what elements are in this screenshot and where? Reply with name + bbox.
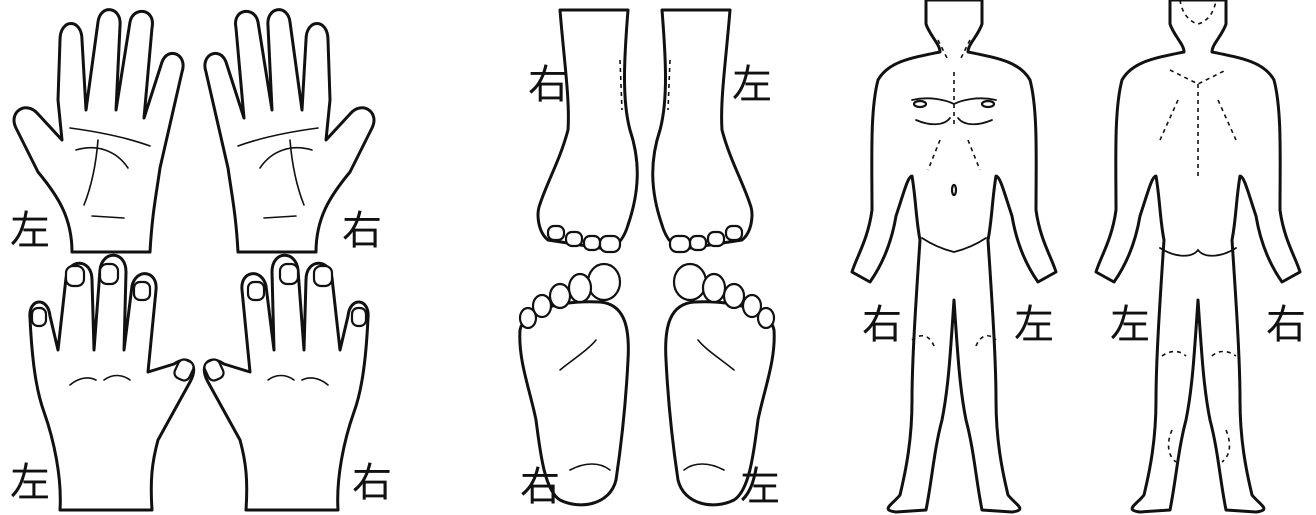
back-left-hand xyxy=(30,255,196,510)
label-foot-top-right: 右 xyxy=(528,62,568,108)
label-body-back-left: 左 xyxy=(1110,302,1150,348)
body-front xyxy=(852,0,1056,512)
label-back-left: 左 xyxy=(10,460,50,506)
label-palm-left: 左 xyxy=(10,208,50,254)
label-body-front-right: 右 xyxy=(862,302,902,348)
label-back-right: 右 xyxy=(352,460,392,506)
label-body-back-right: 右 xyxy=(1266,302,1306,348)
foot-top-left xyxy=(653,10,752,252)
label-body-front-left: 左 xyxy=(1014,302,1054,348)
label-sole-right: 右 xyxy=(520,464,560,510)
label-palm-right: 右 xyxy=(342,208,382,254)
label-foot-top-left: 左 xyxy=(732,62,772,108)
body-back xyxy=(1096,0,1300,512)
foot-top-right xyxy=(538,10,637,252)
label-sole-left: 左 xyxy=(740,464,780,510)
back-right-hand xyxy=(203,255,369,510)
